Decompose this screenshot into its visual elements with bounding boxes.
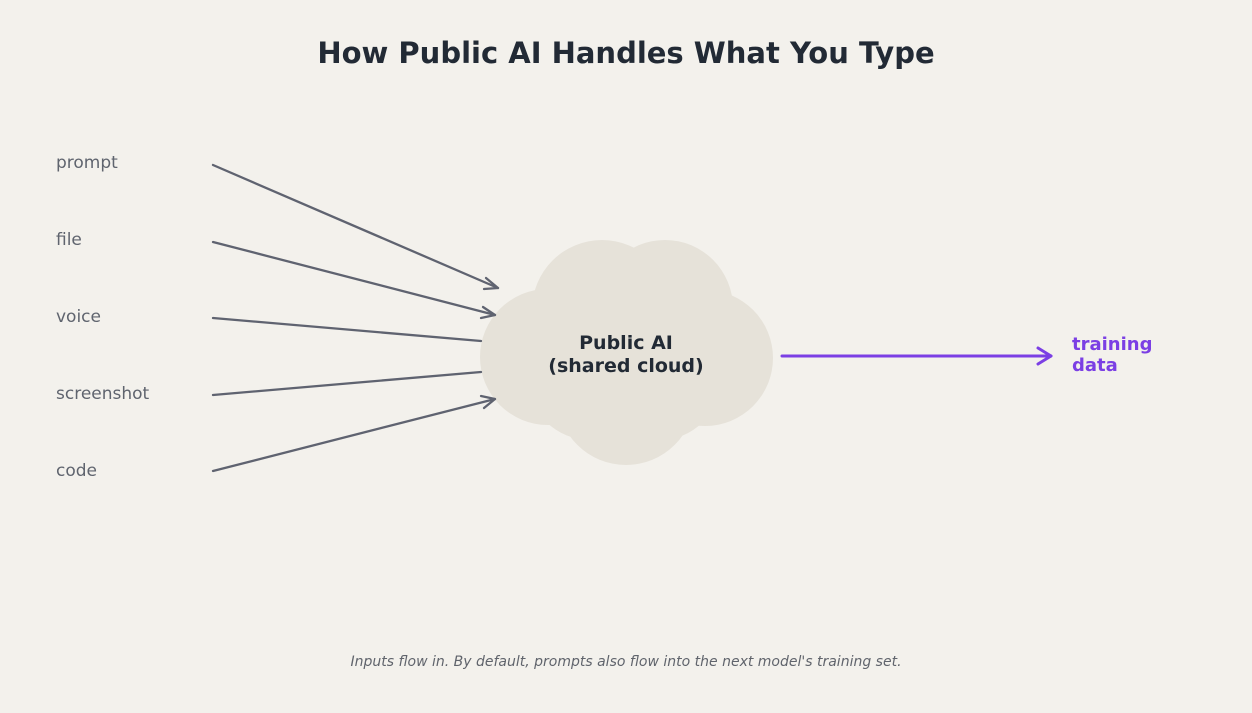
arrow-prompt (211, 163, 500, 291)
input-label-code: code (56, 461, 97, 481)
arrow-code (211, 394, 497, 473)
output-label-line1: training (1072, 334, 1153, 355)
arrow-voice (211, 316, 483, 343)
input-label-screenshot: screenshot (56, 384, 150, 404)
arrow-file (211, 240, 497, 320)
cloud-label: Public AI (shared cloud) (526, 332, 726, 378)
cloud-icon (480, 240, 773, 465)
output-label-line2: data (1072, 355, 1118, 376)
arrow-screenshot (211, 370, 483, 397)
diagram-title: How Public AI Handles What You Type (317, 36, 935, 70)
output-label: training data (1072, 334, 1152, 376)
caption: Inputs flow in. By default, prompts also… (350, 654, 902, 670)
arrow-training-data (780, 346, 1053, 366)
cloud-label-line1: Public AI (579, 332, 673, 354)
cloud-label-line2: (shared cloud) (548, 355, 704, 377)
input-label-file: file (56, 230, 82, 250)
input-label-prompt: prompt (56, 153, 118, 173)
input-label-voice: voice (56, 307, 101, 327)
